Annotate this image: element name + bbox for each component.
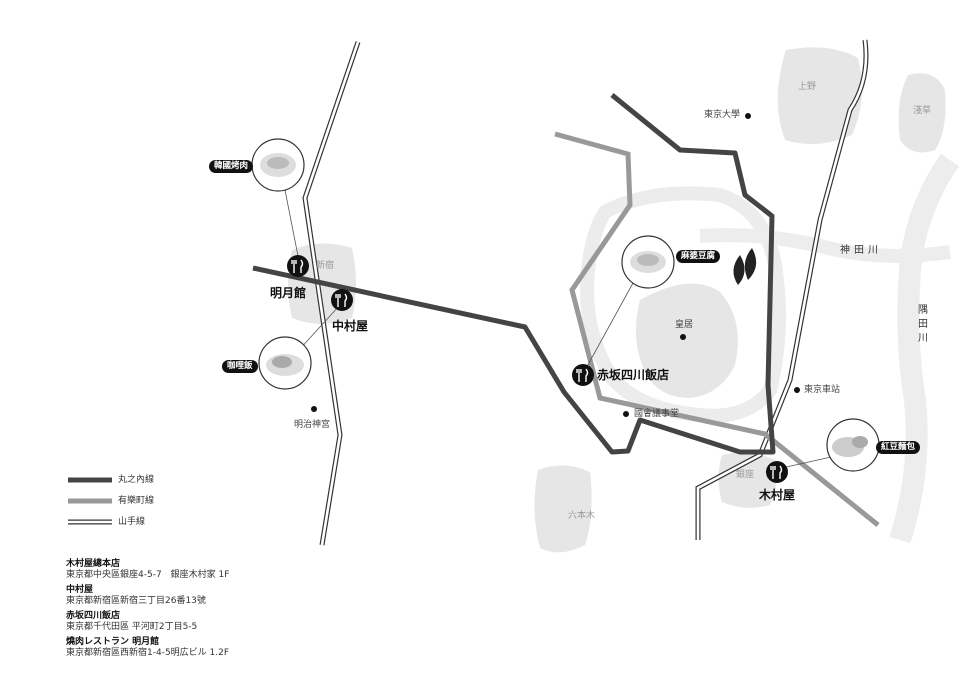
fork-knife-icon [576,368,589,382]
address-text: 東京都中央區銀座4-5-7 銀座木村家 1F [66,570,230,581]
dish-anpan-image [826,418,880,472]
district-roppongi [534,465,592,553]
dish-mapo-image [621,235,675,289]
yamanote-line [302,39,869,546]
address-block-akasaka: 赤坂四川飯店 東京都千代田區 平河町2丁目5-5 [66,611,197,634]
dish-curry-image [258,336,312,390]
restaurant-label-meigetsukan[interactable]: 明月館 [270,286,307,300]
dot-todai [745,113,751,119]
dish-label-korean-bbq: 韓國烤肉 [209,160,254,174]
yurakucho-line [554,131,880,527]
address-text: 東京都新宿區新宿三丁目26番13號 [66,596,206,607]
address-name: 燒肉レストラン 明月館 [66,637,160,647]
dot-station [794,387,800,393]
imperial-palace-area [636,283,738,398]
address-name: 木村屋總本店 [66,559,121,569]
landmark-label-station: 東京車站 [804,385,841,395]
address-block-nakamuraya: 中村屋 東京都新宿區新宿三丁目26番13號 [66,585,206,608]
district-asakusa [898,73,946,153]
district-label-ginza: 銀座 [736,470,755,480]
restaurant-label-nakamuraya[interactable]: 中村屋 [332,319,369,333]
address-block-meigetsukan: 燒肉レストラン 明月館 東京都新宿區西新宿1-4-5明広ビル 1.2F [66,637,229,660]
fork-knife-icon [770,465,783,479]
dish-label-curry: 咖哩飯 [222,360,258,374]
leaf-icon [733,248,757,285]
marker-nakamuraya[interactable] [331,289,353,311]
legend-swatches [68,477,112,525]
dot-kokyo [680,334,686,340]
dish-label-anpan: 紅豆麵包 [876,441,921,455]
address-text: 東京都千代田區 平河町2丁目5-5 [66,622,198,633]
district-ginza [718,452,777,508]
address-name: 中村屋 [66,585,94,595]
legend-label-yamanote: 山手線 [118,517,146,527]
dot-diet [623,411,629,417]
dish-label-mapo: 麻婆豆腐 [676,250,721,264]
river-label-sumida: 隅田川 [918,305,928,344]
legend-label-marunouchi: 丸之內線 [118,475,155,485]
dish-korean-bbq-image [251,138,305,192]
landmark-label-diet: 國會議事堂 [634,409,680,419]
landmark-label-meiji: 明治神宮 [294,420,331,430]
landmark-label-todai: 東京大學 [704,110,741,120]
district-label-asakusa: 淺草 [913,106,932,116]
palace-moat-area [580,186,786,423]
river-sumida [889,153,960,544]
landmark-label-kokyo: 皇居 [675,320,694,330]
marker-akasaka[interactable] [572,364,594,386]
district-label-shinjuku: 新宿 [316,261,335,271]
district-ueno [777,47,862,145]
river-label-kanda: 神田川 [840,245,882,256]
address-name: 赤坂四川飯店 [66,611,121,621]
marunouchi-line [252,93,776,455]
district-label-roppongi: 六本木 [568,511,596,521]
dot-meiji [311,406,317,412]
restaurant-label-akasaka[interactable]: 赤坂四川飯店 [597,368,670,382]
district-label-ueno: 上野 [798,82,817,92]
address-block-kimuraya: 木村屋總本店 東京都中央區銀座4-5-7 銀座木村家 1F [66,559,229,582]
legend-label-yurakucho: 有樂町線 [118,496,155,506]
address-text: 東京都新宿區西新宿1-4-5明広ビル 1.2F [66,648,230,659]
fork-knife-icon [291,259,304,273]
marker-kimuraya[interactable] [766,461,788,483]
fork-knife-icon [335,293,348,307]
marker-meigetsukan[interactable] [287,255,309,277]
restaurant-label-kimuraya[interactable]: 木村屋 [759,488,796,502]
